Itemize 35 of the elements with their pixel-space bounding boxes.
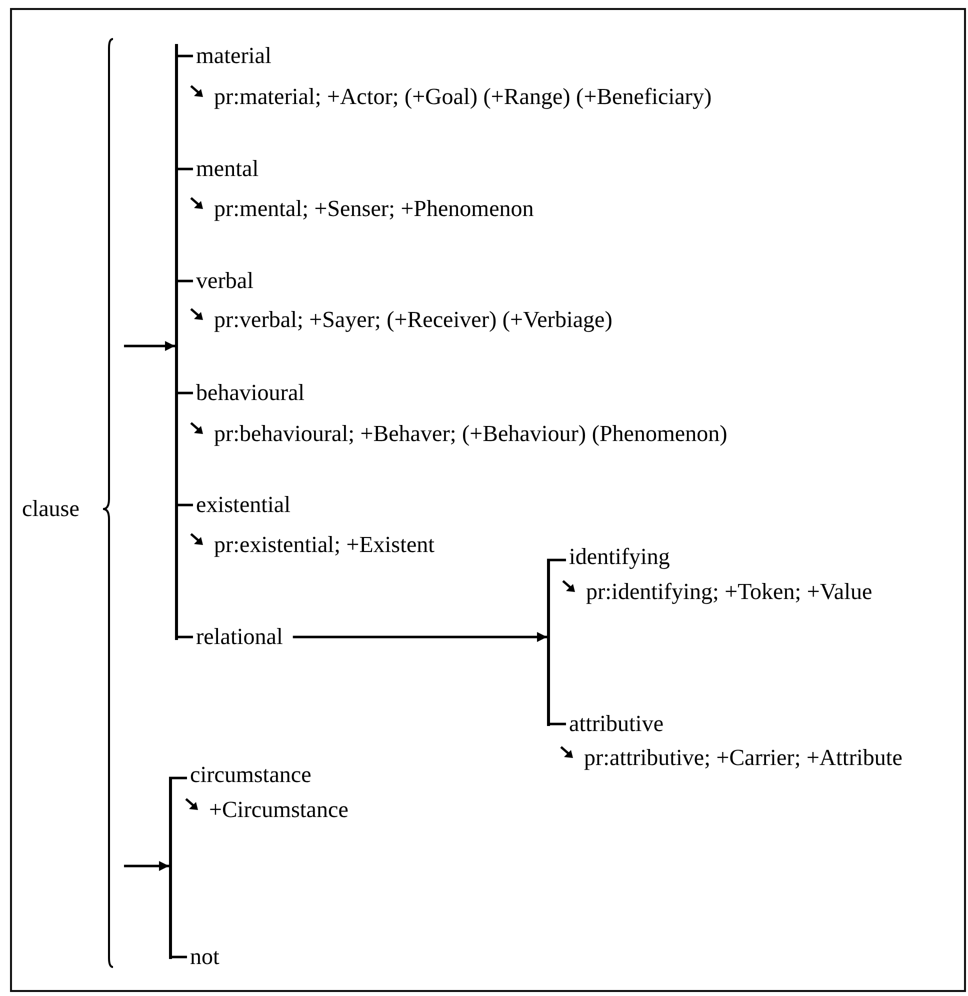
- feature-label: material: [196, 43, 272, 69]
- realization-statement: pr:attributive; +Carrier; +Attribute: [584, 745, 902, 771]
- connector-line: [547, 558, 566, 562]
- feature-label: attributive: [569, 711, 664, 737]
- realization-statement: pr:existential; +Existent: [214, 532, 435, 558]
- feature-label: not: [190, 944, 220, 970]
- feature-label: existential: [196, 492, 291, 518]
- feature-label: circumstance: [190, 762, 312, 788]
- connector-line: [175, 504, 193, 506]
- feature-label: behavioural: [196, 380, 305, 406]
- system-bracket: [547, 559, 550, 726]
- arrow: [124, 341, 175, 351]
- realization-statement: pr:behavioural; +Behaver; (+Behaviour) (Phenomenon): [214, 421, 728, 447]
- feature-label: identifying: [569, 544, 670, 570]
- realization-statement: pr:verbal; +Sayer; (+Receiver) (+Verbiage): [214, 307, 612, 333]
- realization-statement: pr:mental; +Senser; +Phenomenon: [214, 196, 534, 222]
- feature-label: mental: [196, 156, 259, 182]
- node-label: clause: [22, 496, 80, 522]
- connector-line: [175, 54, 193, 58]
- system-bracket: [175, 44, 178, 640]
- realization-statement: pr:material; +Actor; (+Goal) (+Range) (+Beneficiary): [214, 84, 712, 110]
- connector-line: [169, 776, 187, 780]
- system-bracket: [169, 777, 172, 959]
- connector-line: [169, 956, 187, 958]
- realization-statement: pr:identifying; +Token; +Value: [586, 579, 872, 605]
- arrow: [124, 861, 169, 871]
- connector-line: [175, 392, 193, 394]
- connector-line: [175, 280, 193, 282]
- connector-line: [175, 636, 193, 638]
- feature-label: relational: [196, 624, 283, 650]
- realization-statement: +Circumstance: [209, 797, 348, 823]
- connector-line: [547, 722, 566, 726]
- arrow: [292, 632, 547, 642]
- feature-label: verbal: [196, 268, 254, 294]
- connector-line: [175, 168, 193, 170]
